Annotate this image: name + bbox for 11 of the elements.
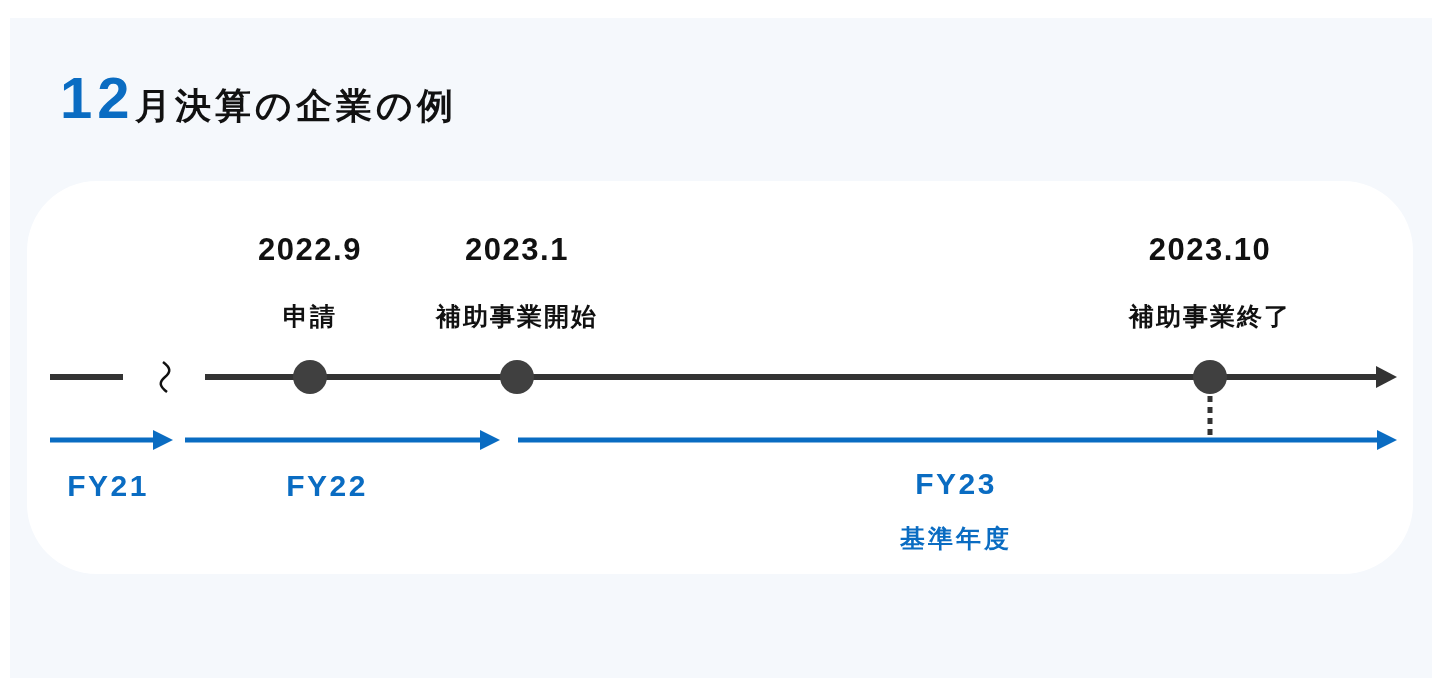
fiscal-year-label: FY23	[915, 467, 997, 501]
event-name: 補助事業終了	[1129, 301, 1291, 332]
event-name: 申請	[283, 301, 337, 332]
event-date: 2022.9	[258, 231, 362, 269]
title: 12月決算の企業の例	[60, 66, 457, 132]
event-name: 補助事業開始	[436, 301, 598, 332]
fiscal-year-label: FY22	[286, 469, 368, 503]
event-date: 2023.1	[465, 231, 569, 269]
base-year-label: 基準年度	[900, 523, 1012, 553]
fiscal-year-label: FY21	[67, 469, 149, 503]
event-date: 2023.10	[1148, 231, 1272, 269]
